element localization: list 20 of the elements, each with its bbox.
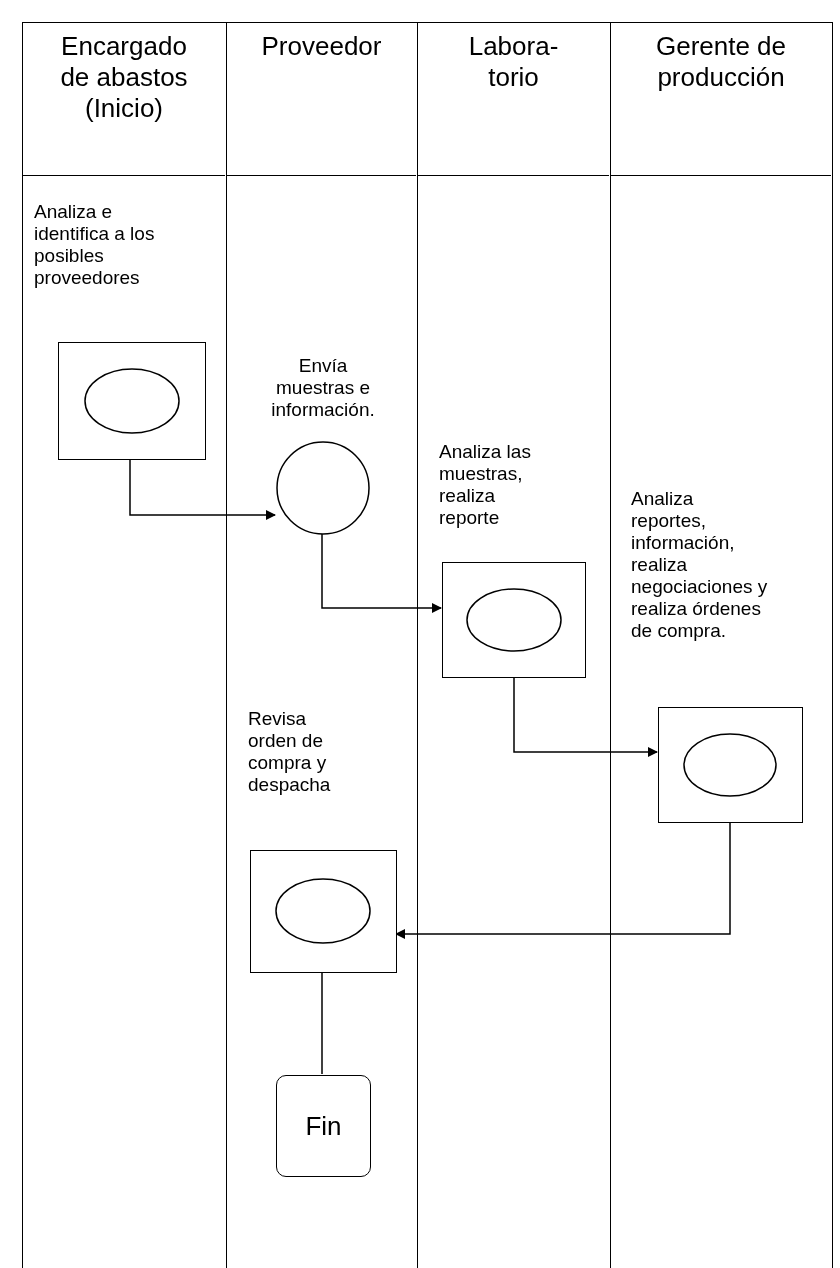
connector-arrow xyxy=(513,676,658,757)
swimlane xyxy=(22,22,227,1268)
step-label: Envía muestras e información. xyxy=(270,355,376,421)
lane-header: Encargado de abastos (Inicio) xyxy=(23,23,225,176)
connector-arrow xyxy=(321,533,442,613)
step-label: Revisa orden de compra y despacha xyxy=(248,708,332,796)
step-label: Analiza las muestras, realiza reporte xyxy=(439,441,532,529)
end-terminal: Fin xyxy=(276,1075,371,1177)
ellipse-symbol xyxy=(465,587,562,652)
connector-arrow xyxy=(129,458,276,520)
ellipse-symbol xyxy=(83,367,180,434)
ellipse-symbol xyxy=(275,878,371,944)
swimlane xyxy=(610,22,833,1268)
ellipse-symbol xyxy=(683,732,777,797)
step-label: Analiza e identifica a los posibles proveedores xyxy=(34,201,156,289)
step-label: Analiza reportes, información, realiza negociaciones y realiza órdenes de compra. xyxy=(631,488,769,642)
lane-header: Gerente de producción xyxy=(611,23,831,176)
lane-header: Proveedor xyxy=(227,23,416,176)
lane-header: Labora- torio xyxy=(418,23,609,176)
connector-arrow xyxy=(395,821,731,939)
